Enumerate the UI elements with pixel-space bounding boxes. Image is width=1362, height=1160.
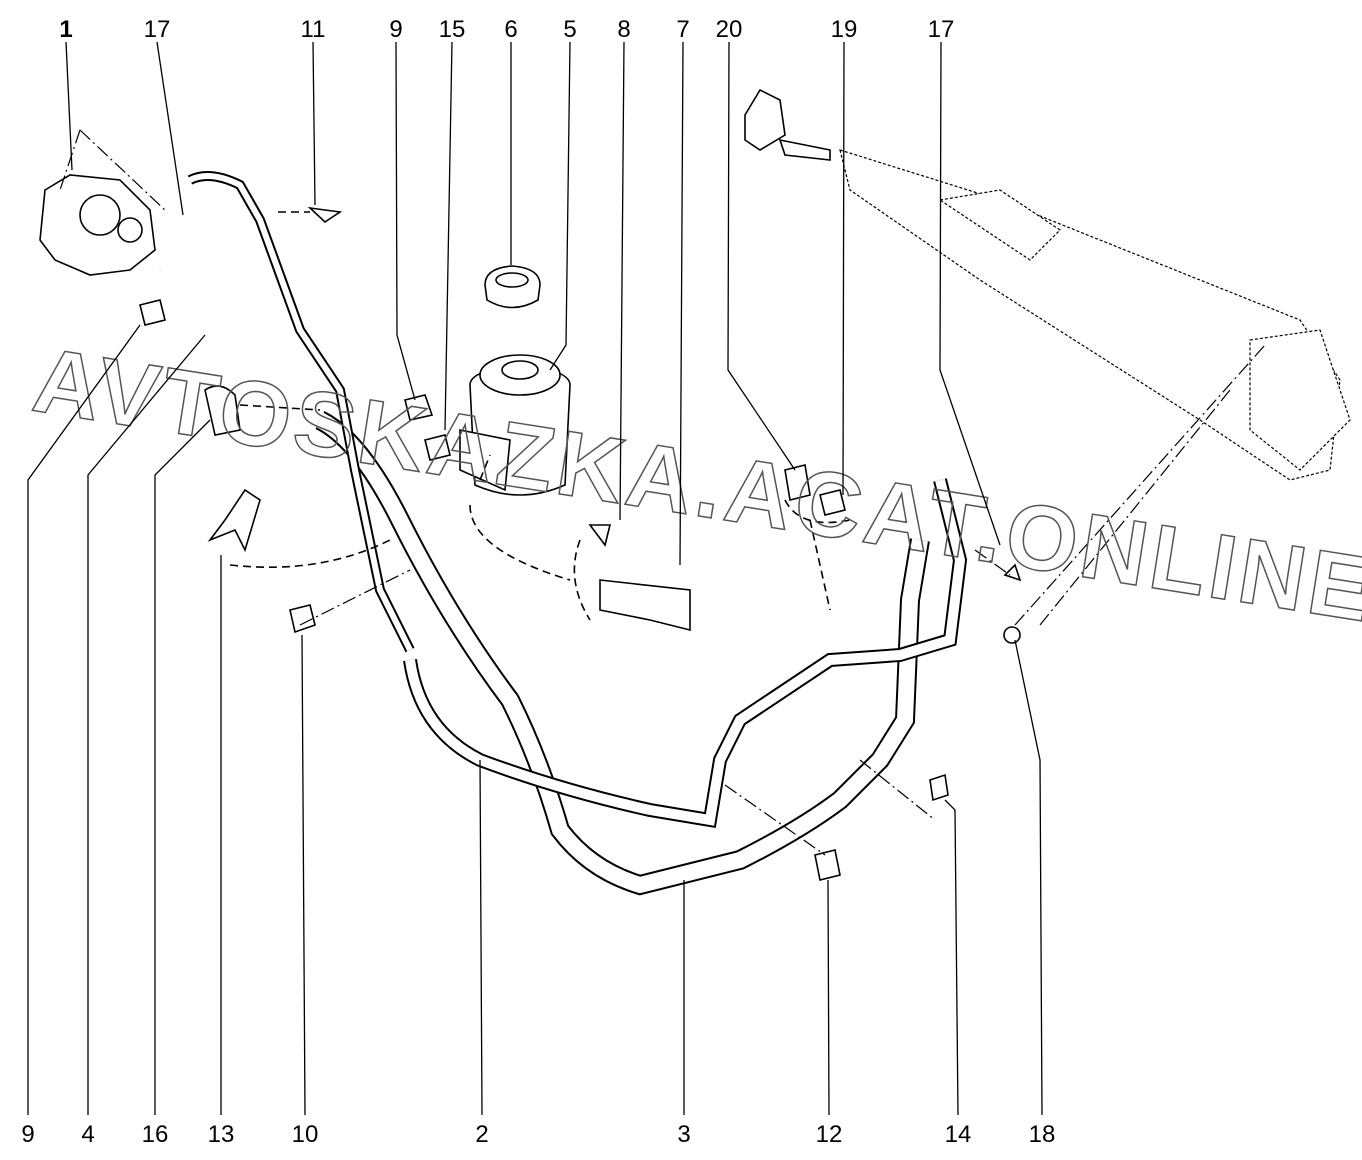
reservoir-cap	[484, 265, 541, 309]
clips-and-bolts	[139, 206, 1022, 881]
hoses	[156, 171, 968, 896]
callout-19: 19	[831, 16, 858, 43]
callout-10: 10	[292, 1121, 319, 1148]
assembly-lines	[59, 129, 1266, 856]
callout-17: 17	[144, 16, 171, 43]
callout-4: 4	[81, 1121, 94, 1148]
steering-rack	[744, 88, 1351, 481]
callout-2: 2	[475, 1121, 488, 1148]
callout-1: 1	[59, 16, 72, 43]
callout-18: 18	[1029, 1121, 1056, 1148]
callout-11: 11	[301, 16, 326, 43]
callout-16: 16	[142, 1121, 169, 1148]
callout-17b: 17	[928, 16, 955, 43]
callout-14: 14	[945, 1121, 972, 1148]
bottom-callouts: 9 4 16 13 10 2 3 12 14 18	[21, 1121, 1055, 1148]
callout-9: 9	[389, 16, 402, 43]
leader-lines	[27, 41, 1043, 1116]
callout-15: 15	[439, 16, 466, 43]
fluid-reservoir	[459, 354, 571, 496]
power-steering-pump	[39, 174, 156, 276]
callout-12: 12	[816, 1121, 843, 1148]
callout-9b: 9	[21, 1121, 34, 1148]
callout-8: 8	[617, 16, 630, 43]
callout-7: 7	[676, 16, 689, 43]
top-callouts: 1 17 11 9 15 6 5 8 7 20 19 17	[59, 16, 954, 43]
callout-20: 20	[716, 16, 743, 43]
callout-6: 6	[504, 16, 517, 43]
callout-3: 3	[677, 1121, 690, 1148]
callout-13: 13	[208, 1121, 235, 1148]
callout-5: 5	[563, 16, 576, 43]
